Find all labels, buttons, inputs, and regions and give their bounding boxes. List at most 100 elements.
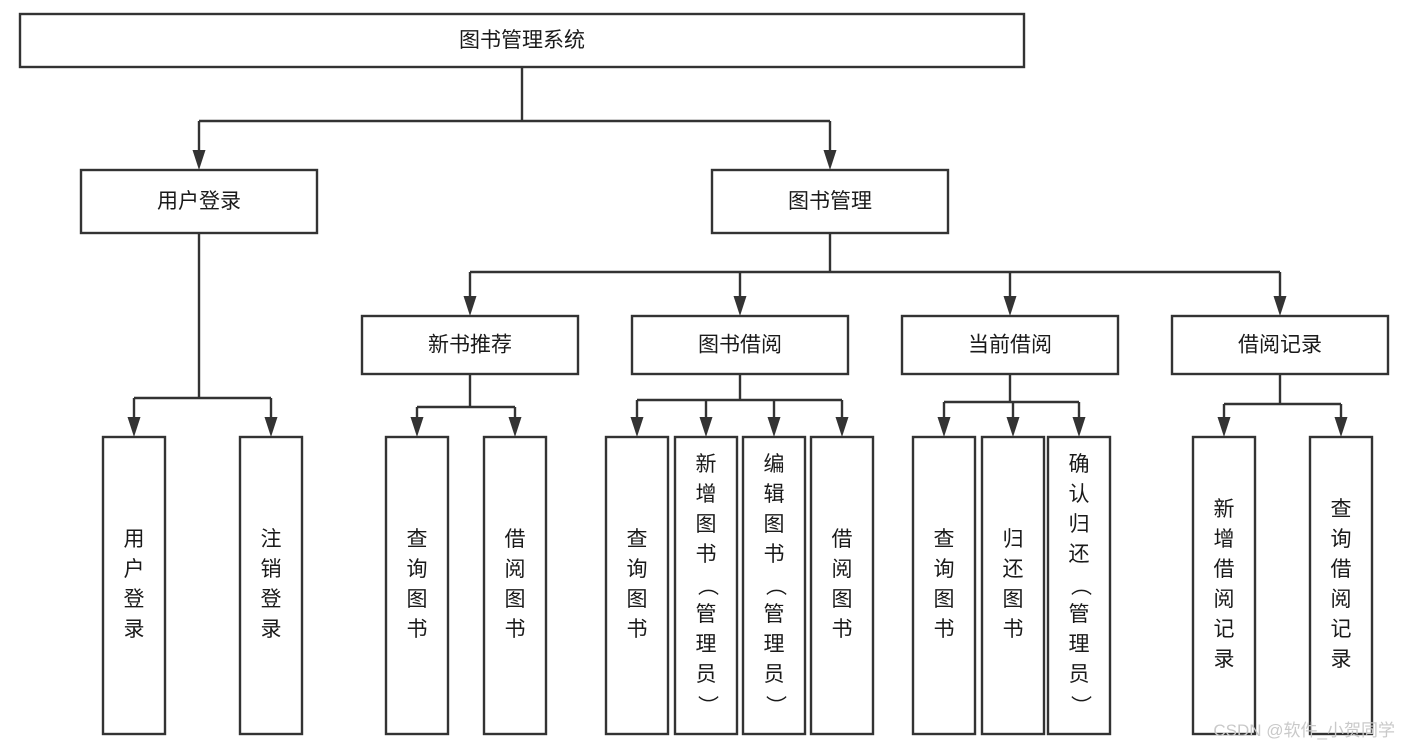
node-label-char: 管 [764, 603, 785, 626]
node-label-char: 录 [1214, 648, 1235, 671]
node-box [900, 314, 1120, 376]
arrowhead-l2_user [192, 150, 206, 170]
arrowhead-l2_book [823, 150, 837, 170]
node-label-char: 理 [1069, 633, 1090, 656]
node-label-char: （ [695, 575, 718, 596]
node-l3-newbook[interactable]: 新书推荐 [360, 314, 580, 376]
node-label-char: 书 [505, 618, 526, 641]
node-label-char: 图 [627, 588, 648, 611]
node-label-char: 用 [124, 528, 145, 551]
node-label-char: 归 [1069, 513, 1090, 536]
node-label-char: 增 [1214, 528, 1235, 551]
node-label: 新书推荐 [428, 334, 512, 357]
node-label-char: 图 [407, 588, 428, 611]
node-label-char: 询 [1331, 528, 1352, 551]
csdn-watermark: CSDN @软件_小贺同学 [1213, 721, 1395, 740]
node-l3-borrow[interactable]: 图书借阅 [630, 314, 850, 376]
node-l2-book[interactable]: 图书管理 [710, 168, 950, 235]
node-label-char: 录 [124, 618, 145, 641]
arrowhead-leaf_b_add [699, 417, 713, 437]
node-label-char: ） [695, 695, 718, 716]
arrowhead-l3_current [1003, 296, 1017, 316]
node-label-char: 阅 [1331, 588, 1352, 611]
node-label-char: 书 [696, 543, 717, 566]
node-label-char: 注 [261, 528, 282, 551]
node-label-char: 管 [696, 603, 717, 626]
node-leaf-user-login[interactable]: 用户登录 [101, 435, 167, 736]
node-box [384, 435, 450, 736]
node-label-char: 归 [1003, 528, 1024, 551]
node-box [238, 435, 304, 736]
node-label-char: ） [763, 695, 786, 716]
node-label: 借阅记录 [1238, 334, 1322, 357]
arrowhead-leaf_user_logout [264, 417, 278, 437]
node-label-char: 新 [696, 453, 717, 476]
node-label-char: 书 [832, 618, 853, 641]
node-label-char: 书 [407, 618, 428, 641]
node-label-char: 查 [934, 528, 955, 551]
node-label-char: 登 [261, 588, 282, 611]
node-label-char: 书 [764, 543, 785, 566]
node-label-char: 借 [505, 528, 526, 551]
node-box [360, 314, 580, 376]
arrowhead-leaf_b_query [630, 417, 644, 437]
arrowhead-leaf_r_add [1217, 417, 1231, 437]
node-label-char: 图 [696, 513, 717, 536]
edges-layer [127, 67, 1348, 437]
node-label-char: 增 [696, 483, 717, 506]
node-box [1191, 435, 1257, 736]
node-label-char: 员 [1069, 663, 1090, 686]
node-label-char: 图 [1003, 588, 1024, 611]
arrowhead-leaf_c_query [937, 417, 951, 437]
node-label-char: ） [1068, 695, 1091, 716]
arrowhead-leaf_c_confirm [1072, 417, 1086, 437]
node-label-char: 理 [696, 633, 717, 656]
node-label-char: 编 [764, 453, 785, 476]
node-label-char: 借 [832, 528, 853, 551]
node-root[interactable]: 图书管理系统 [18, 12, 1026, 69]
node-label-char: 登 [124, 588, 145, 611]
arrowhead-leaf_b_borrow [835, 417, 849, 437]
node-box [980, 435, 1046, 736]
node-box [911, 435, 977, 736]
node-label-char: 借 [1331, 558, 1352, 581]
node-label-char: 图 [934, 588, 955, 611]
node-box [741, 435, 807, 736]
node-label-char: （ [763, 575, 786, 596]
node-label-char: 图 [764, 513, 785, 536]
arrowhead-l3_newbook [463, 296, 477, 316]
arrowhead-leaf_user_login [127, 417, 141, 437]
arrowhead-leaf_b_edit [767, 417, 781, 437]
node-l3-current[interactable]: 当前借阅 [900, 314, 1120, 376]
node-box [1046, 435, 1112, 736]
node-l2-user[interactable]: 用户登录 [79, 168, 319, 235]
node-l3-record[interactable]: 借阅记录 [1170, 314, 1390, 376]
node-box [673, 435, 739, 736]
nodes-layer: 图书管理系统用户登录图书管理新书推荐图书借阅当前借阅借阅记录用户登录注销登录查询… [18, 12, 1390, 736]
arrowhead-leaf_new_borrow [508, 417, 522, 437]
node-box [101, 435, 167, 736]
arrowhead-leaf_new_query [410, 417, 424, 437]
node-label-char: （ [1068, 575, 1091, 596]
node-box [604, 435, 670, 736]
node-label-char: 图 [832, 588, 853, 611]
node-box [809, 435, 875, 736]
node-label-char: 书 [627, 618, 648, 641]
node-label-char: 记 [1331, 618, 1352, 641]
node-label: 用户登录 [157, 190, 241, 213]
node-label: 图书管理 [788, 190, 872, 213]
